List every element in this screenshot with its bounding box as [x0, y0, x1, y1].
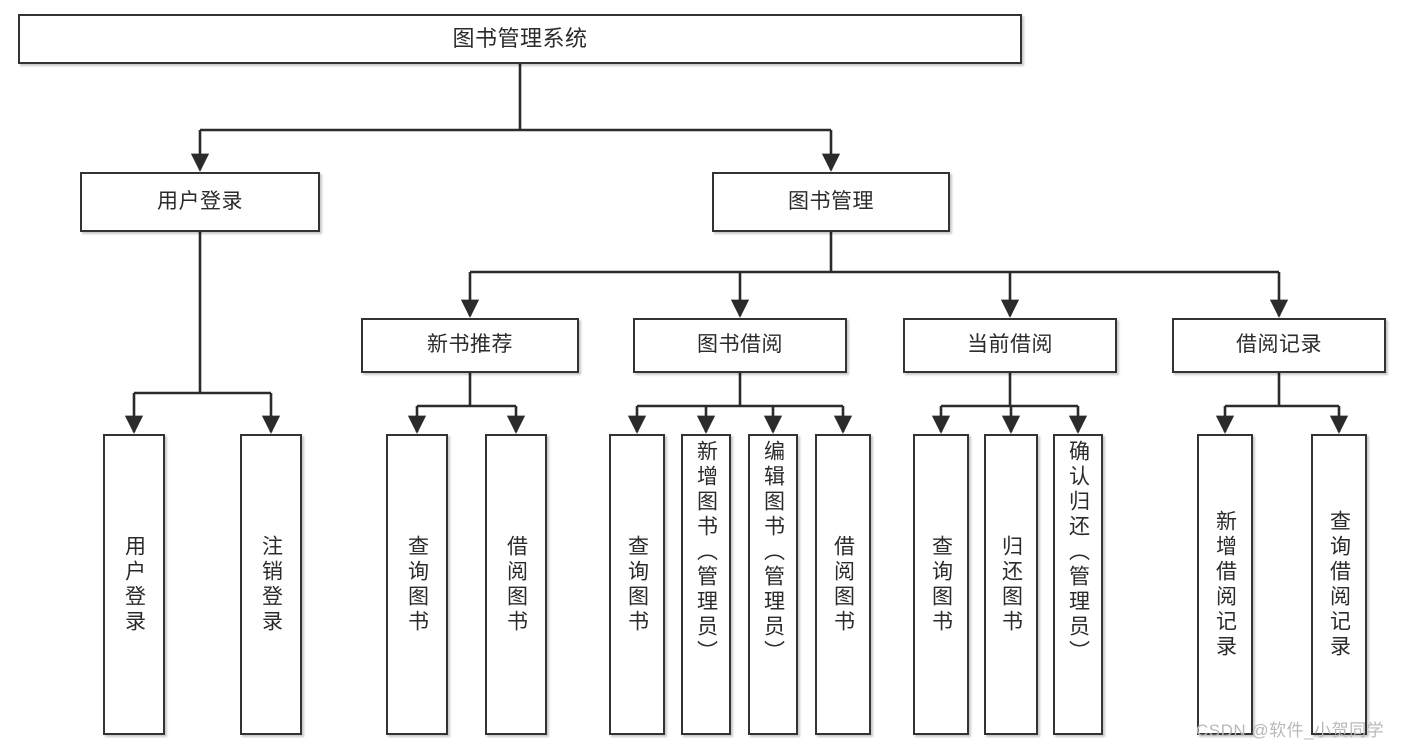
node-label: 新书推荐: [427, 333, 513, 357]
node-leaf-query-book-3[interactable]: 查询图书: [913, 434, 969, 735]
node-current-borrow[interactable]: 当前借阅: [903, 318, 1117, 373]
node-leaf-borrow-book-2[interactable]: 借阅图书: [815, 434, 871, 735]
node-book-manage[interactable]: 图书管理: [712, 172, 950, 232]
node-leaf-query-book-1[interactable]: 查询图书: [386, 434, 448, 735]
node-label: 图书借阅: [697, 333, 783, 357]
node-leaf-add-book-admin[interactable]: 新增图书（管理员）: [681, 434, 731, 735]
node-book-borrow[interactable]: 图书借阅: [633, 318, 847, 373]
node-leaf-return-book[interactable]: 归还图书: [984, 434, 1038, 735]
node-label: 用户登录: [122, 534, 146, 635]
csdn-watermark: CSDN @软件_小贺同学: [1196, 721, 1385, 740]
node-label: 编辑图书（管理员）: [761, 440, 785, 665]
node-borrow-record[interactable]: 借阅记录: [1172, 318, 1386, 373]
node-leaf-user-login[interactable]: 用户登录: [103, 434, 165, 735]
node-label: 用户登录: [157, 189, 243, 213]
node-label: 新增借阅记录: [1213, 509, 1237, 660]
node-label: 图书管理: [788, 189, 874, 213]
node-label: 注销登录: [259, 534, 283, 635]
node-leaf-logout[interactable]: 注销登录: [240, 434, 302, 735]
node-label: 查询图书: [625, 534, 649, 635]
node-label: 借阅图书: [831, 534, 855, 635]
node-root-system[interactable]: 图书管理系统: [18, 14, 1022, 64]
node-leaf-edit-book-admin[interactable]: 编辑图书（管理员）: [748, 434, 798, 735]
node-label: 借阅图书: [504, 534, 528, 635]
node-leaf-add-record[interactable]: 新增借阅记录: [1197, 434, 1253, 735]
node-label: 新增图书（管理员）: [694, 440, 718, 665]
node-label: 查询图书: [405, 534, 429, 635]
node-leaf-query-book-2[interactable]: 查询图书: [609, 434, 665, 735]
node-leaf-borrow-book-1[interactable]: 借阅图书: [485, 434, 547, 735]
node-user-login[interactable]: 用户登录: [80, 172, 320, 232]
node-label: 借阅记录: [1236, 333, 1322, 357]
node-leaf-confirm-return[interactable]: 确认归还（管理员）: [1053, 434, 1103, 735]
node-label: 确认归还（管理员）: [1066, 440, 1090, 665]
node-label: 查询图书: [929, 534, 953, 635]
node-label: 图书管理系统: [452, 26, 588, 52]
node-label: 当前借阅: [967, 333, 1053, 357]
node-leaf-query-record[interactable]: 查询借阅记录: [1311, 434, 1367, 735]
node-new-book-recommend[interactable]: 新书推荐: [361, 318, 579, 373]
node-label: 归还图书: [999, 534, 1023, 635]
node-label: 查询借阅记录: [1327, 509, 1351, 660]
